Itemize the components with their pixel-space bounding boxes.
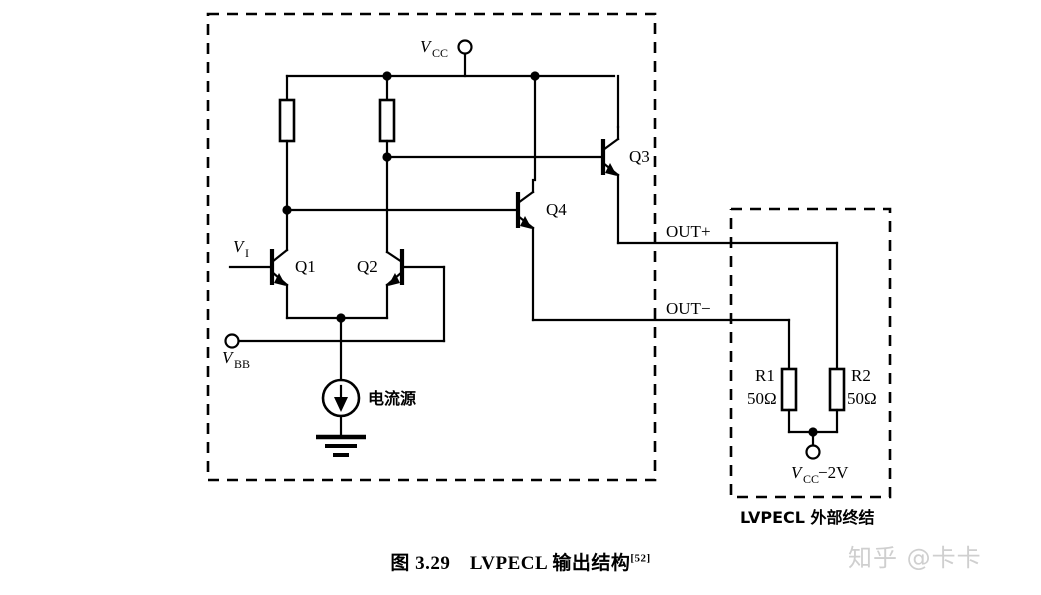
q3-collector-slant	[601, 137, 620, 152]
vcc-terminal-node	[457, 39, 473, 55]
vbb-label: V	[222, 348, 235, 367]
vi-label-sub: I	[245, 246, 249, 260]
r1-value-label: 50Ω	[747, 389, 777, 408]
current-source-label: 电流源	[368, 389, 416, 408]
vcc-label-sub: CC	[432, 46, 448, 60]
q4-emitter-arrow	[520, 216, 532, 229]
q4-collector-slant	[516, 190, 535, 205]
vi-label: V	[233, 237, 246, 256]
resistor-r2	[828, 367, 846, 412]
driver-dashed-boundary	[206, 12, 657, 482]
resistor-rc2	[378, 98, 396, 143]
out-plus-label: OUT+	[666, 222, 711, 241]
resistor-rc1	[278, 98, 296, 143]
vcc-minus-2v-label: V	[791, 463, 804, 482]
vbb-label-sub: BB	[234, 357, 250, 371]
watermark: 知乎 @卡卡	[848, 544, 982, 572]
junction-dot-rc2-q3base	[382, 152, 392, 162]
figure-caption: 图 3.29 LVPECL 输出结构[52]	[0, 548, 1041, 575]
termination-dashed-boundary	[729, 207, 892, 499]
q2-collector-slant	[385, 250, 404, 264]
q1-collector-slant	[270, 248, 289, 264]
out-minus-label: OUT−	[666, 299, 711, 318]
vcc-minus-2v-label-sub: CC	[803, 472, 819, 486]
r2-value-label: 50Ω	[847, 389, 877, 408]
q1-emitter-arrow	[274, 273, 286, 286]
vcc-minus-2v-label-tail: −2V	[818, 463, 849, 482]
figure-caption-reference: [52]	[630, 552, 651, 565]
resistor-r1	[780, 367, 798, 412]
q2-label: Q2	[357, 257, 378, 276]
q3-label: Q3	[629, 147, 650, 166]
r1-name-label: R1	[755, 366, 775, 385]
vbb-terminal-node	[224, 333, 240, 349]
q4-label: Q4	[546, 200, 567, 219]
current-source-arrow-head	[334, 397, 348, 412]
termination-block-label: LVPECL 外部终结	[740, 508, 875, 527]
vcc-minus-2v-terminal-node	[805, 444, 821, 460]
q2-emitter-arrow	[388, 273, 400, 286]
r2-name-label: R2	[851, 366, 871, 385]
vcc-label: V	[420, 37, 433, 56]
figure-caption-main: 图 3.29 LVPECL 输出结构	[390, 553, 631, 574]
q1-label: Q1	[295, 257, 316, 276]
q3-emitter-arrow	[605, 163, 617, 176]
